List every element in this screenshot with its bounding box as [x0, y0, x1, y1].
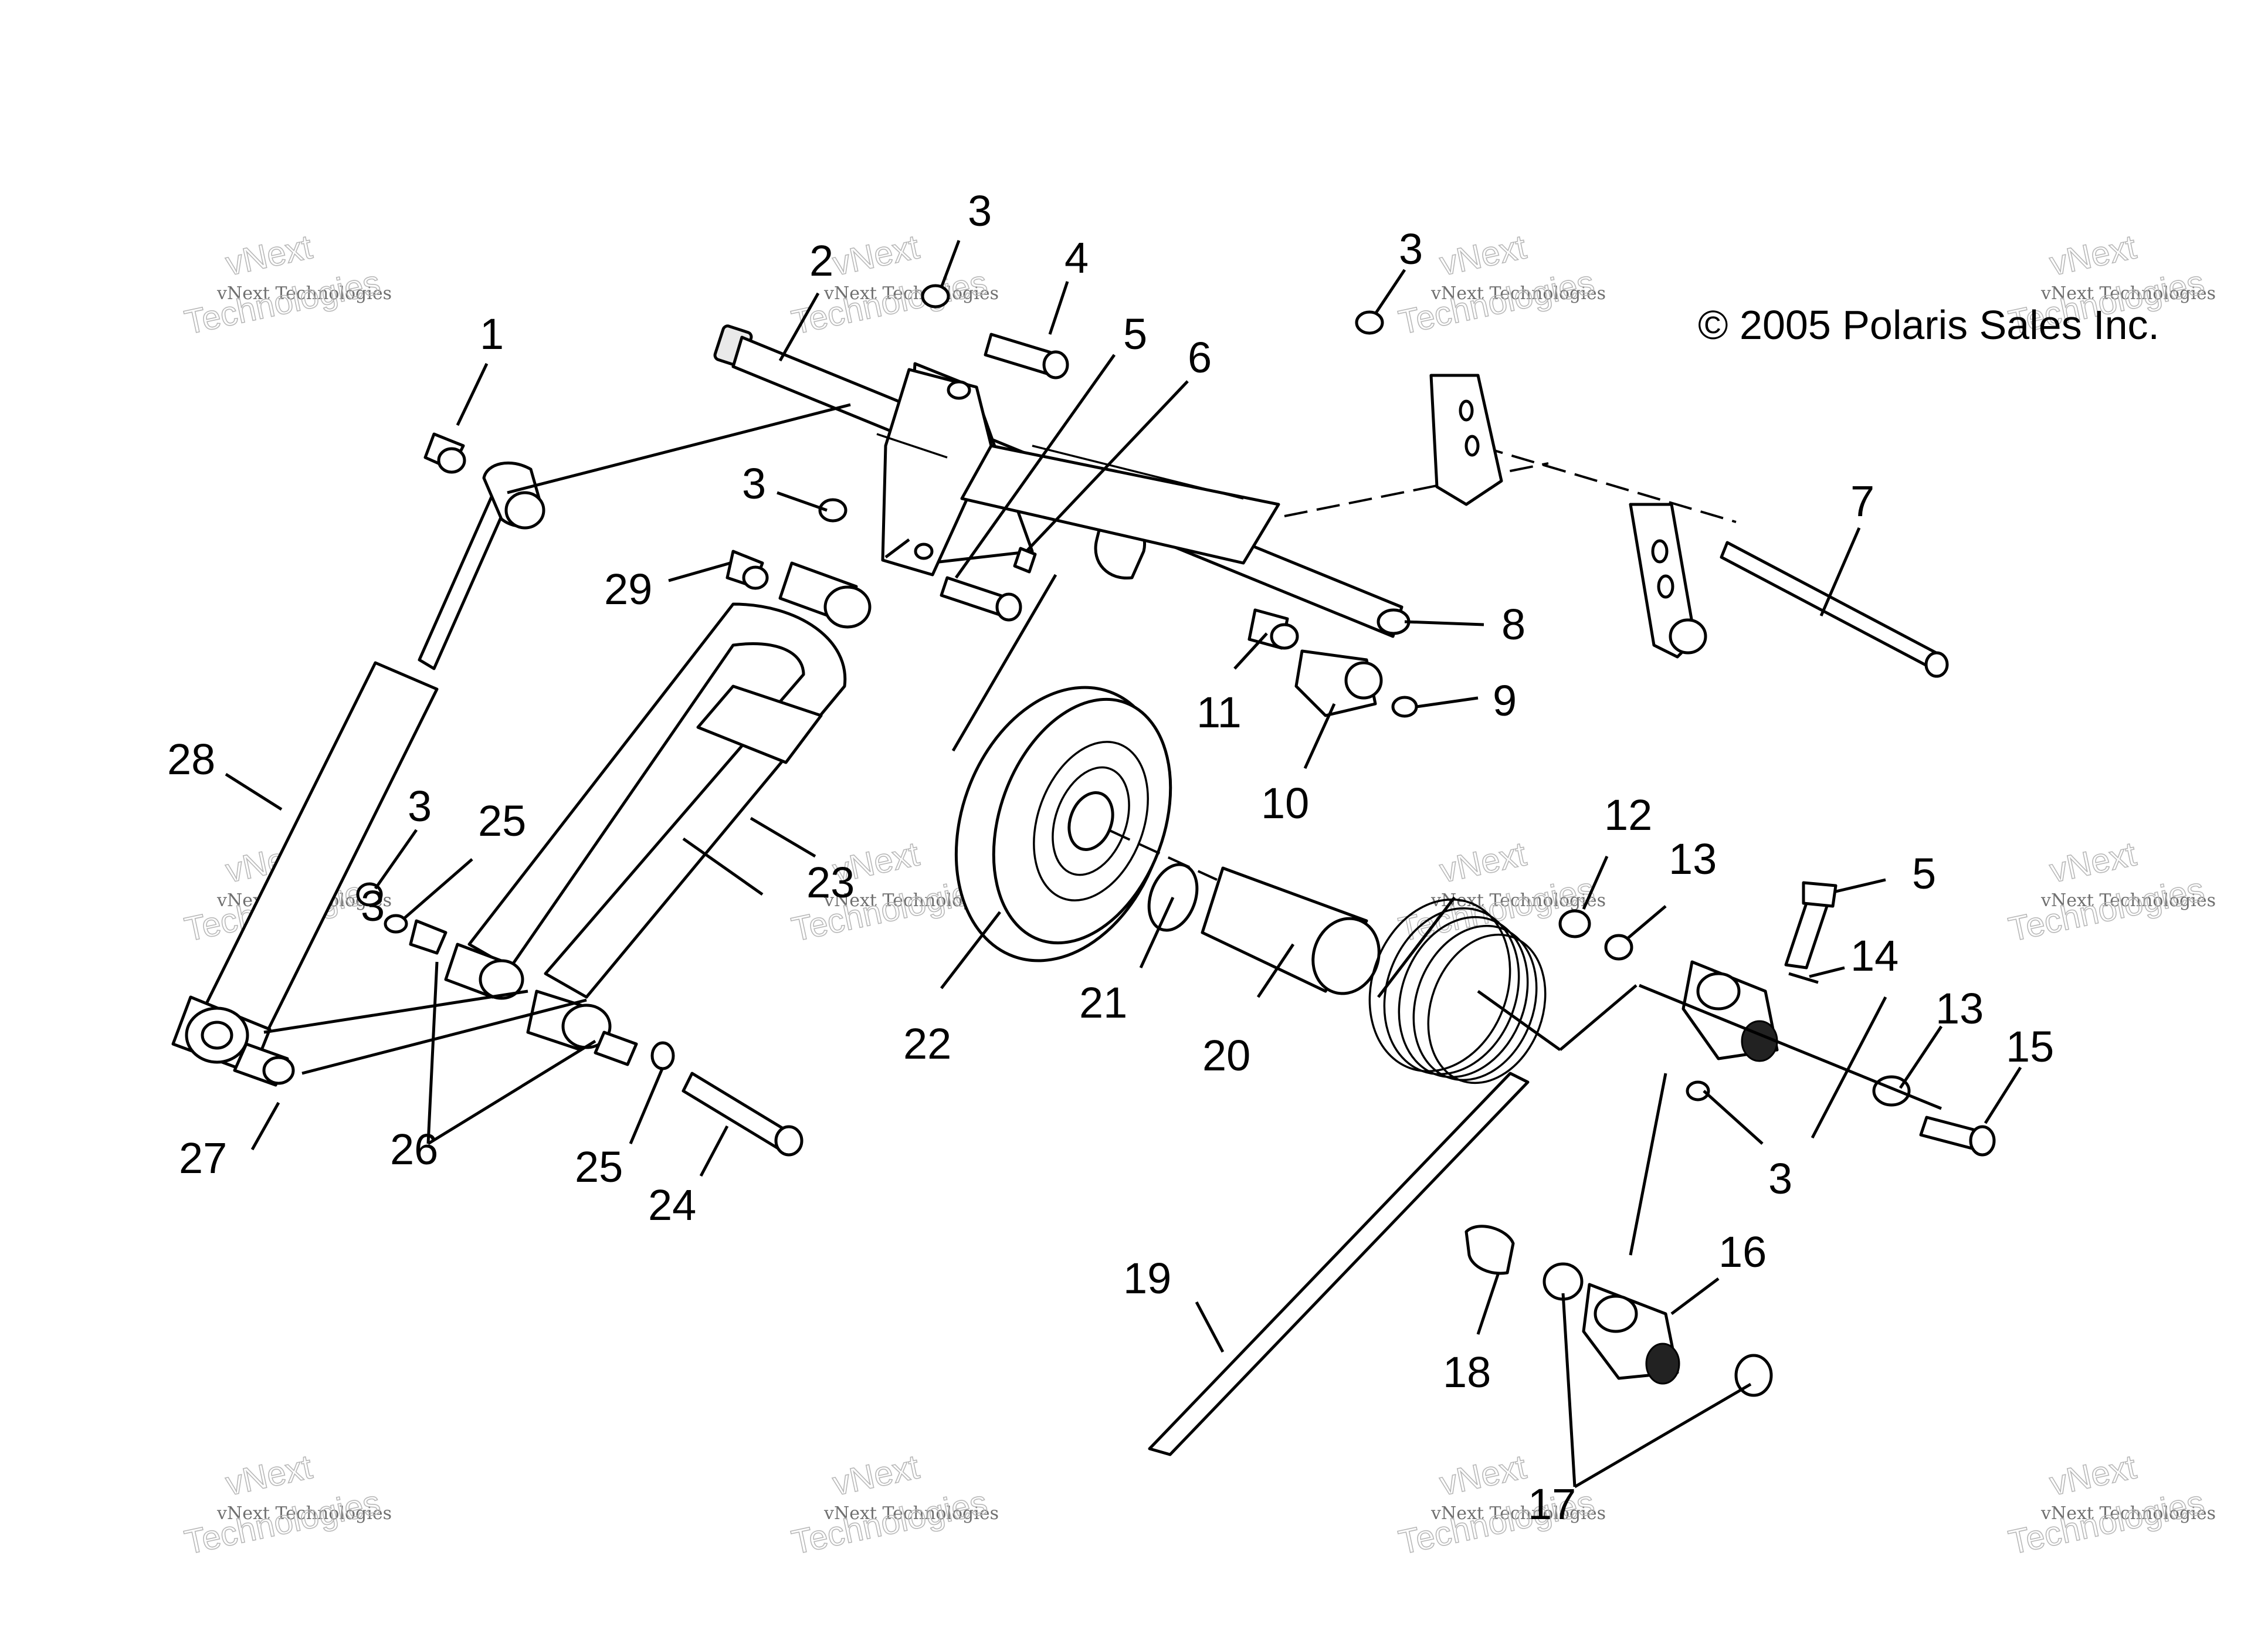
callout-3: 3 [968, 187, 992, 235]
watermark-vnext: vNext [829, 228, 923, 283]
callout-15: 15 [2006, 1022, 2054, 1071]
callout-3: 3 [1768, 1154, 1792, 1203]
watermark-vnext: vNext [222, 228, 316, 283]
callout-24: 24 [648, 1181, 696, 1229]
watermark-company: vNext Technologies [1430, 283, 1606, 304]
callout-3: 3 [742, 459, 766, 508]
callout-18: 18 [1443, 1348, 1491, 1396]
callout-1: 1 [480, 310, 504, 358]
callout-21: 21 [1079, 978, 1127, 1027]
callout-3: 3 [1399, 225, 1423, 273]
callout-23: 23 [806, 858, 855, 907]
watermark-company: vNext Technologies [216, 283, 392, 304]
watermark-vnext: vNext [2046, 1448, 2140, 1503]
callout-12: 12 [1604, 791, 1652, 839]
callout-29: 29 [604, 565, 652, 613]
watermark-company: vNext Technologies [2040, 283, 2216, 304]
callout-27: 27 [179, 1134, 227, 1182]
watermark-company: vNext Technologies [216, 1503, 392, 1524]
watermark-vnext: vNext [1436, 835, 1530, 890]
watermark-technologies: Technologies [2005, 870, 2208, 949]
watermark-vnext: vNext [1436, 228, 1530, 283]
callout-16: 16 [1718, 1228, 1767, 1276]
watermark-company: vNext Technologies [2040, 890, 2216, 911]
callout-20: 20 [1202, 1031, 1250, 1080]
lower-arm [467, 602, 847, 999]
callout-25: 25 [478, 796, 526, 845]
callout-17: 17 [1528, 1480, 1576, 1528]
watermark-technologies: Technologies [2005, 1483, 2208, 1562]
callout-19: 19 [1123, 1254, 1171, 1303]
callout-28: 28 [167, 735, 215, 784]
callout-5: 5 [1912, 849, 1936, 898]
mounting-bracket [1429, 374, 1707, 659]
parts-drawings [171, 284, 1996, 1456]
callout-7: 7 [1850, 477, 1874, 526]
leader-lines [225, 240, 2022, 1489]
callout-11: 11 [1196, 688, 1242, 737]
callout-2: 2 [809, 236, 833, 285]
watermark-company: vNext Technologies [823, 1503, 999, 1524]
copyright-text: © 2005 Polaris Sales Inc. [1698, 302, 2159, 348]
watermark-vnext: vNext [829, 1448, 923, 1503]
watermark-vnext: vNext [1436, 1448, 1530, 1503]
callout-9: 9 [1493, 676, 1517, 725]
callout-13: 13 [1669, 835, 1717, 883]
callout-3: 3 [408, 782, 432, 831]
callout-6: 6 [1188, 333, 1212, 382]
callout-5: 5 [1123, 310, 1147, 358]
watermark-vnext: vNext [2046, 835, 2140, 890]
watermark-technologies: Technologies [181, 263, 384, 342]
callout-labels: 1 2 3 3 3 3 3 3 4 5 5 6 7 8 9 10 11 12 1… [167, 187, 2054, 1528]
watermark-company: vNext Technologies [2040, 1503, 2216, 1524]
callout-25: 25 [575, 1143, 623, 1191]
watermark-technologies: Technologies [181, 1483, 384, 1562]
callout-4: 4 [1064, 233, 1089, 282]
watermark-technologies: Technologies [788, 1483, 991, 1562]
callout-22: 22 [903, 1019, 951, 1068]
callout-3: 3 [361, 882, 385, 930]
callout-26: 26 [390, 1125, 438, 1174]
callout-8: 8 [1501, 600, 1525, 649]
torsion-spring [1148, 898, 1547, 1456]
watermark-vnext: vNext [222, 1448, 316, 1503]
watermark-company: vNext Technologies [1430, 1503, 1606, 1524]
callout-10: 10 [1261, 779, 1309, 828]
idler-wheel [954, 686, 1172, 962]
shock-absorber [171, 461, 545, 1075]
watermark-vnext: vNext [2046, 228, 2140, 283]
callout-14: 14 [1850, 931, 1899, 980]
watermark-technologies: Technologies [1395, 263, 1598, 342]
callout-13: 13 [1935, 984, 1984, 1033]
watermark-company: vNext Technologies [823, 283, 999, 304]
